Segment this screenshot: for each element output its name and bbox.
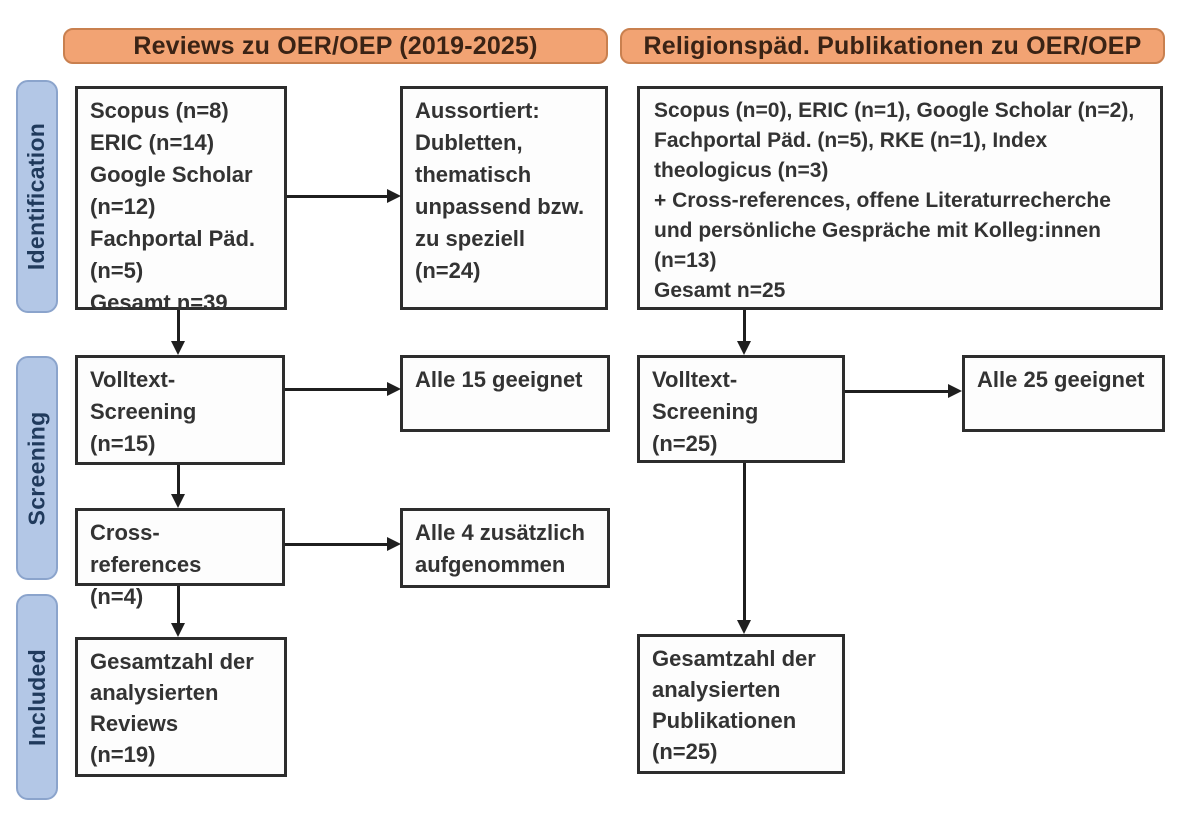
- box-right-fulltext-result: Alle 25 geeignet: [962, 355, 1165, 432]
- arrow-shaft: [177, 586, 180, 624]
- box-right-sources: Scopus (n=0), ERIC (n=1), Google Scholar…: [637, 86, 1163, 310]
- box-left-excluded: Aussortiert: Dubletten, thematisch unpas…: [400, 86, 608, 310]
- arrowhead-down-icon: [171, 341, 185, 355]
- arrow-shaft: [177, 465, 180, 496]
- box-left-fulltext-screening: Volltext- Screening (n=15): [75, 355, 285, 465]
- arrowhead-down-icon: [171, 494, 185, 508]
- stage-identification-label: Identification: [23, 122, 50, 271]
- arrowhead-down-icon: [171, 623, 185, 637]
- arrowhead-down-icon: [737, 341, 751, 355]
- stage-identification: Identification: [16, 80, 58, 313]
- arrowhead-right-icon: [387, 189, 401, 203]
- stage-screening-label: Screening: [23, 411, 50, 525]
- arrow-shaft: [743, 310, 746, 343]
- box-right-included-total: Gesamtzahl der analysierten Publikatione…: [637, 634, 845, 774]
- arrowhead-right-icon: [948, 384, 962, 398]
- stage-screening: Screening: [16, 356, 58, 580]
- box-right-fulltext-screening: Volltext- Screening (n=25): [637, 355, 845, 463]
- arrow-shaft: [285, 543, 389, 546]
- arrow-shaft: [743, 463, 746, 621]
- arrowhead-right-icon: [387, 537, 401, 551]
- box-left-cross-references: Cross-references (n=4): [75, 508, 285, 609]
- arrow-shaft: [285, 388, 389, 391]
- stage-included: Included: [16, 594, 58, 800]
- arrow-shaft: [287, 195, 389, 198]
- box-left-sources: Scopus (n=8) ERIC (n=14) Google Scholar …: [75, 86, 287, 315]
- arrow-shaft: [177, 310, 180, 343]
- box-left-cross-references-result: Alle 4 zusätzlich aufgenommen: [400, 508, 610, 588]
- column-header-reviews: Reviews zu OER/OEP (2019-2025): [63, 28, 608, 64]
- stage-included-label: Included: [23, 648, 50, 746]
- arrowhead-down-icon: [737, 620, 751, 634]
- arrow-shaft: [845, 390, 949, 393]
- box-left-included-total: Gesamtzahl der analysierten Reviews (n=1…: [75, 637, 287, 777]
- box-left-fulltext-result: Alle 15 geeignet: [400, 355, 610, 432]
- arrowhead-right-icon: [387, 382, 401, 396]
- column-header-religionspaed: Religionspäd. Publikationen zu OER/OEP: [620, 28, 1165, 64]
